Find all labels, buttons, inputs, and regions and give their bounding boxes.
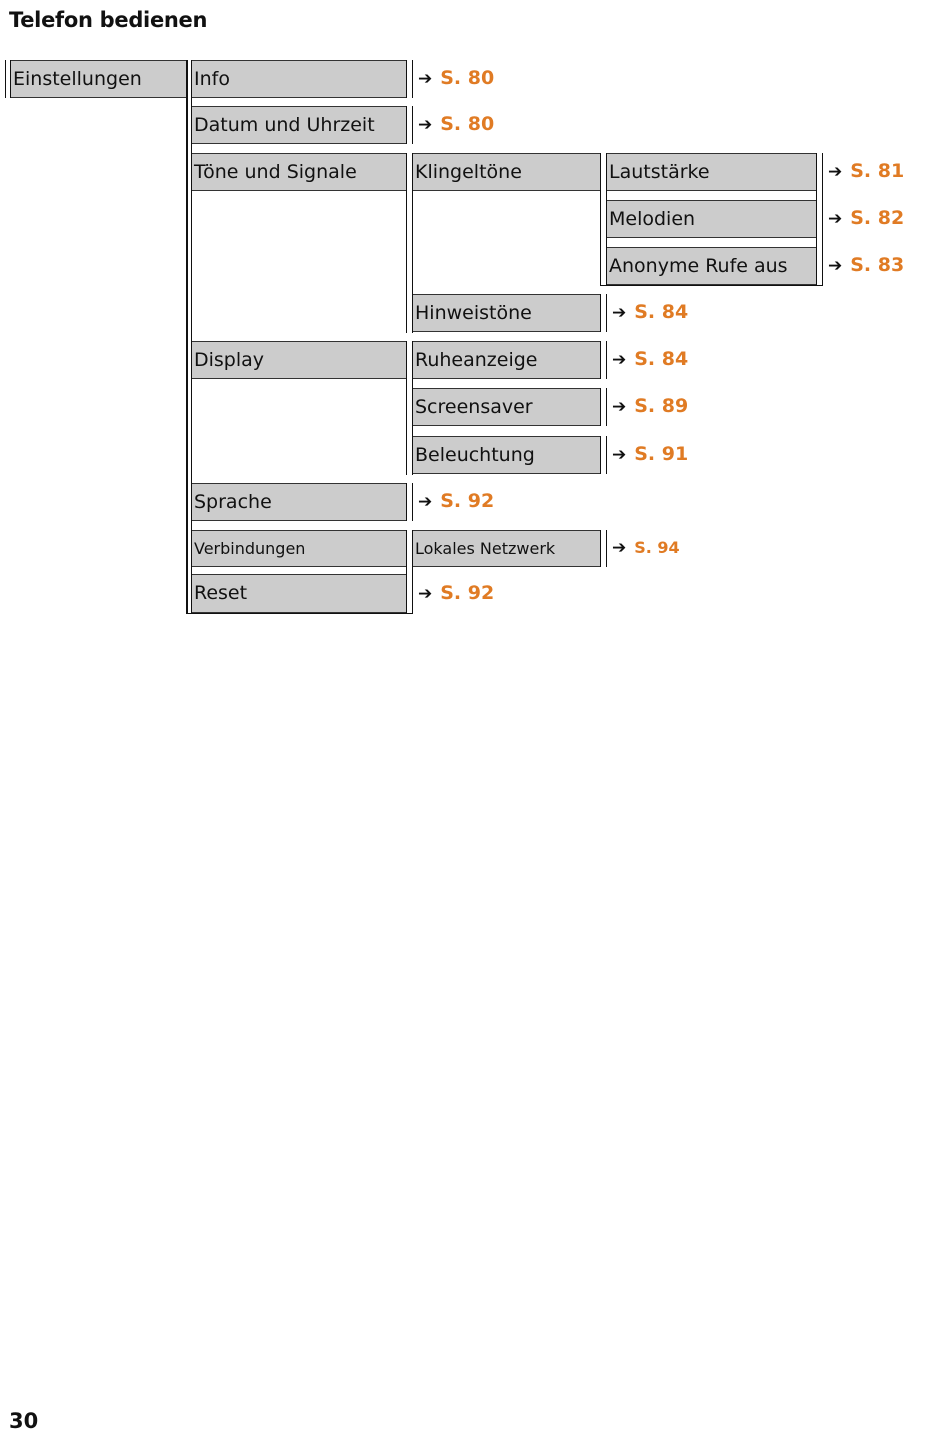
menu-item-lokales-netzwerk[interactable]: Lokales Netzwerk (413, 530, 600, 567)
menu-item-verbindungen[interactable]: Verbindungen (192, 530, 406, 567)
hinweistoene-right-border-outer (606, 294, 607, 332)
page-ref-label: S. 83 (850, 254, 905, 276)
menu-item-anonyme-rufe-aus[interactable]: Anonyme Rufe aus (607, 247, 816, 285)
page-ref-label: S. 92 (440, 490, 495, 512)
klingeltoene-bottom-line (600, 285, 823, 286)
menu-item-screensaver[interactable]: Screensaver (413, 388, 600, 426)
verbindungen-connector (406, 530, 407, 614)
arrow-right-icon: ➔ (418, 492, 433, 512)
menu-item-display[interactable]: Display (192, 341, 406, 379)
ref-info[interactable]: ➔ S. 80 (418, 60, 494, 97)
menu-item-info[interactable]: Info (192, 60, 406, 98)
verbindungen-connector-inner (412, 530, 413, 614)
menu-item-hinweistoene[interactable]: Hinweistöne (413, 294, 600, 332)
menu-item-datum-und-uhrzeit[interactable]: Datum und Uhrzeit (192, 106, 406, 144)
page-ref-label: S. 81 (850, 160, 905, 182)
datum-right-border-outer (412, 106, 413, 144)
arrow-right-icon: ➔ (418, 69, 433, 89)
ref-ruheanzeige[interactable]: ➔ S. 84 (612, 341, 688, 378)
page-ref-label: S. 84 (634, 348, 689, 370)
menu-item-reset[interactable]: Reset (192, 574, 406, 613)
sprache-right-border (406, 483, 407, 521)
ref-beleuchtung[interactable]: ➔ S. 91 (612, 436, 688, 473)
info-right-border-outer (412, 60, 413, 98)
ref-lautstaerke[interactable]: ➔ S. 81 (828, 153, 904, 190)
menu-item-beleuchtung[interactable]: Beleuchtung (413, 436, 600, 474)
arrow-right-icon: ➔ (612, 538, 627, 558)
toene-connector (406, 153, 407, 333)
menu-item-melodien[interactable]: Melodien (607, 200, 816, 238)
beleuchtung-right-border (600, 436, 601, 474)
klingeltoene-connector-inner (606, 153, 607, 286)
page-ref-label: S. 82 (850, 207, 905, 229)
display-connector (406, 341, 407, 475)
level3-right-border-outer (822, 153, 823, 286)
menu-item-sprache[interactable]: Sprache (192, 483, 406, 521)
menu-item-ruheanzeige[interactable]: Ruheanzeige (413, 341, 600, 379)
level1-connector-inner (191, 60, 192, 614)
ref-reset[interactable]: ➔ S. 92 (418, 575, 494, 612)
ruheanzeige-right-border-outer (606, 341, 607, 379)
lokales-netzwerk-right-border (600, 530, 601, 567)
arrow-right-icon: ➔ (828, 209, 843, 229)
ref-screensaver[interactable]: ➔ S. 89 (612, 388, 688, 425)
hinweistoene-right-border (600, 294, 601, 332)
ref-anonyme-rufe[interactable]: ➔ S. 83 (828, 247, 904, 284)
screensaver-right-border (600, 388, 601, 426)
page-ref-label: S. 89 (634, 395, 689, 417)
arrow-right-icon: ➔ (612, 445, 627, 465)
page-ref-label: S. 92 (440, 582, 495, 604)
level1-bottom-line (186, 613, 413, 614)
arrow-right-icon: ➔ (828, 162, 843, 182)
ref-lokales-netzwerk[interactable]: ➔ S. 94 (612, 530, 680, 566)
ref-melodien[interactable]: ➔ S. 82 (828, 200, 904, 237)
page-ref-label: S. 80 (440, 113, 495, 135)
datum-right-border (406, 106, 407, 144)
beleuchtung-right-border-outer (606, 436, 607, 474)
menu-item-lautstaerke[interactable]: Lautstärke (607, 153, 816, 191)
ref-datum[interactable]: ➔ S. 80 (418, 106, 494, 143)
info-right-border (406, 60, 407, 98)
root-left-border-inner (10, 60, 11, 98)
page-ref-label: S. 91 (634, 443, 689, 465)
arrow-right-icon: ➔ (418, 115, 433, 135)
screensaver-right-border-outer (606, 388, 607, 426)
page-ref-label: S. 94 (634, 538, 680, 557)
klingeltoene-connector (600, 153, 601, 286)
reset-right-border (406, 574, 407, 613)
reset-right-border-outer (412, 574, 413, 613)
level1-connector (186, 60, 188, 614)
ruheanzeige-right-border (600, 341, 601, 379)
arrow-right-icon: ➔ (612, 303, 627, 323)
ref-hinweistoene[interactable]: ➔ S. 84 (612, 294, 688, 331)
ref-sprache[interactable]: ➔ S. 92 (418, 483, 494, 520)
page-number: 30 (9, 1409, 39, 1433)
arrow-right-icon: ➔ (612, 397, 627, 417)
root-left-border (5, 60, 6, 98)
toene-connector-inner (412, 153, 413, 333)
arrow-right-icon: ➔ (612, 350, 627, 370)
level3-right-border (816, 153, 817, 286)
display-connector-inner (412, 341, 413, 475)
menu-item-einstellungen[interactable]: Einstellungen (11, 60, 186, 98)
arrow-right-icon: ➔ (828, 256, 843, 276)
page-ref-label: S. 80 (440, 67, 495, 89)
sprache-right-border-outer (412, 483, 413, 521)
menu-item-toene-und-signale[interactable]: Töne und Signale (192, 153, 406, 191)
arrow-right-icon: ➔ (418, 584, 433, 604)
menu-item-klingeltoene[interactable]: Klingeltöne (413, 153, 600, 191)
page-ref-label: S. 84 (634, 301, 689, 323)
page-title: Telefon bedienen (9, 8, 208, 32)
lokales-netzwerk-right-border-outer (606, 530, 607, 567)
